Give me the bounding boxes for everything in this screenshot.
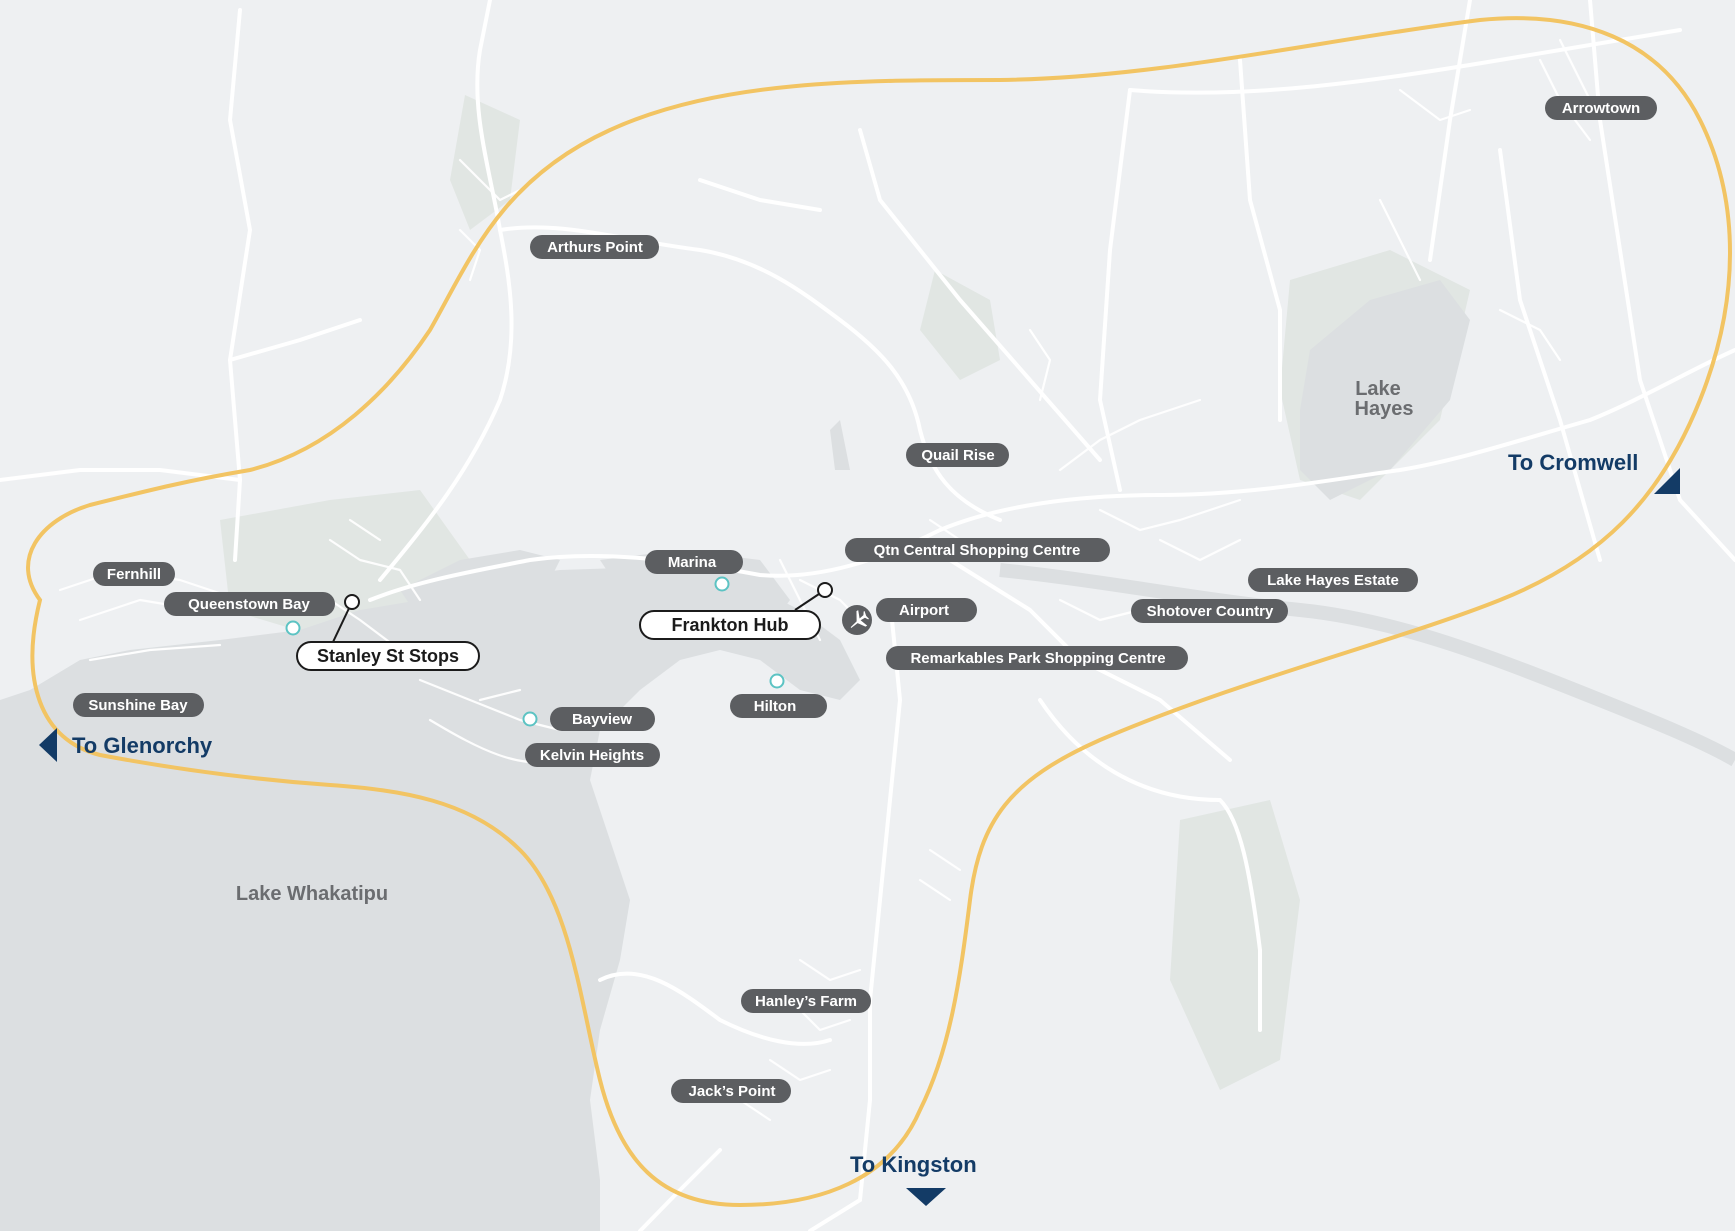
place-marina[interactable]: Marina: [645, 550, 743, 574]
direction-glenorchy: To Glenorchy: [72, 733, 213, 758]
hub-stanley[interactable]: Stanley St Stops: [296, 641, 480, 671]
stop-circle-icon[interactable]: [769, 673, 785, 689]
svg-text:Jack’s Point: Jack’s Point: [689, 1083, 776, 1100]
place-kelvin-heights[interactable]: Kelvin Heights: [525, 743, 660, 767]
svg-text:Hilton: Hilton: [754, 698, 797, 715]
service-zone-outline: [26, 16, 1732, 1208]
hub-stanley-label: Stanley St Stops: [317, 646, 459, 666]
place-hanleys-farm[interactable]: Hanley’s Farm: [741, 989, 871, 1013]
lake-hayes-label-line1: Lake: [1355, 378, 1401, 400]
place-fernhill[interactable]: Fernhill: [93, 562, 175, 586]
place-hilton[interactable]: Hilton: [730, 694, 827, 718]
frankton-hub-marker[interactable]: [817, 582, 833, 598]
svg-text:Quail Rise: Quail Rise: [921, 447, 994, 464]
triangle-arrow-icon-glenorchy: [39, 728, 57, 762]
svg-text:Qtn Central Shopping Centre: Qtn Central Shopping Centre: [874, 542, 1081, 559]
svg-text:Airport: Airport: [899, 602, 949, 619]
triangle-arrow-icon-cromwell: [1654, 468, 1680, 494]
place-sunshine-bay[interactable]: Sunshine Bay: [73, 693, 204, 717]
svg-text:Marina: Marina: [668, 554, 717, 571]
place-shotover-country[interactable]: Shotover Country: [1131, 599, 1288, 623]
hub-markers: [332, 582, 833, 643]
direction-kingston: To Kingston: [850, 1152, 977, 1177]
svg-text:Lake Hayes Estate: Lake Hayes Estate: [1267, 572, 1399, 589]
hub-frankton-label: Frankton Hub: [672, 615, 789, 635]
place-arthurs-point[interactable]: Arthurs Point: [530, 235, 659, 259]
lake-whakatipu-label: Lake Whakatipu: [236, 883, 388, 905]
place-jacks-point[interactable]: Jack’s Point: [671, 1079, 791, 1103]
svg-text:Kelvin Heights: Kelvin Heights: [540, 747, 644, 764]
svg-text:Queenstown Bay: Queenstown Bay: [188, 596, 310, 613]
svg-text:Arthurs Point: Arthurs Point: [547, 239, 643, 256]
stop-circle-icon[interactable]: [714, 576, 730, 592]
place-qtn-central[interactable]: Qtn Central Shopping Centre: [845, 538, 1110, 562]
lake-hayes-water: [1300, 280, 1470, 500]
svg-text:Fernhill: Fernhill: [107, 566, 161, 583]
airplane-icon: [842, 605, 872, 635]
place-lake-hayes-estate[interactable]: Lake Hayes Estate: [1248, 568, 1418, 592]
stanley-hub-marker[interactable]: [344, 594, 360, 610]
svg-text:Remarkables Park Shopping Cent: Remarkables Park Shopping Centre: [910, 650, 1165, 667]
svg-text:Bayview: Bayview: [572, 711, 632, 728]
place-bayview[interactable]: Bayview: [550, 707, 655, 731]
triangle-arrow-icon-kingston: [906, 1188, 946, 1206]
svg-text:Hanley’s Farm: Hanley’s Farm: [755, 993, 857, 1010]
svg-text:Sunshine Bay: Sunshine Bay: [88, 697, 188, 714]
stop-circle-icon[interactable]: [285, 620, 301, 636]
place-airport[interactable]: Airport: [876, 598, 977, 622]
direction-cromwell: To Cromwell: [1508, 450, 1638, 475]
place-quail-rise[interactable]: Quail Rise: [906, 443, 1009, 467]
lake-hayes-label-line2: Hayes: [1355, 398, 1414, 420]
hub-frankton[interactable]: Frankton Hub: [639, 610, 821, 640]
place-arrowtown[interactable]: Arrowtown: [1545, 96, 1657, 120]
svg-text:Arrowtown: Arrowtown: [1562, 100, 1640, 117]
svg-text:Shotover Country: Shotover Country: [1147, 603, 1274, 620]
stop-markers: [285, 576, 785, 727]
place-queenstown-bay[interactable]: Queenstown Bay: [164, 592, 335, 616]
place-labels: Arrowtown Arthurs Point Quail Rise Fernh…: [73, 96, 1657, 1103]
stop-circle-icon[interactable]: [522, 711, 538, 727]
place-remarkables-park[interactable]: Remarkables Park Shopping Centre: [886, 646, 1188, 670]
